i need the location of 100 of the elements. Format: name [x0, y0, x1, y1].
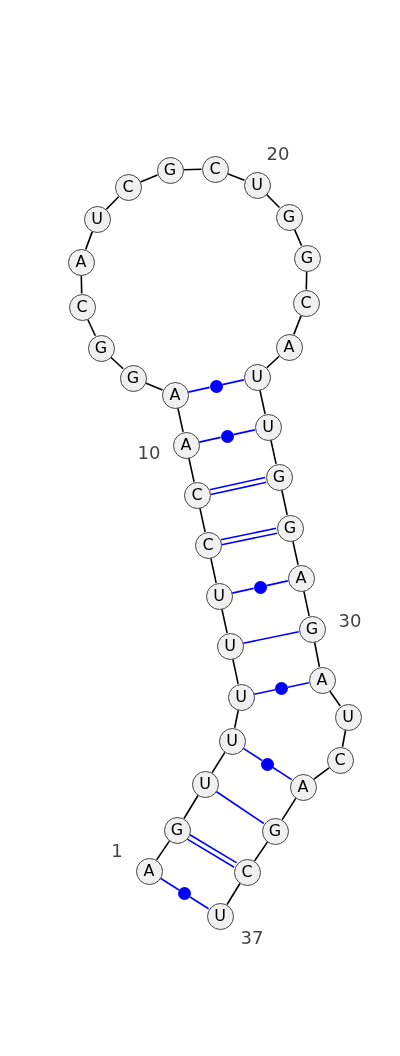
nucleotide-node: A: [289, 773, 317, 801]
base-pair-line: [232, 429, 256, 436]
nucleotide-node: C: [233, 858, 261, 886]
backbone-line: [259, 389, 266, 415]
backbone-line: [328, 690, 342, 707]
backbone-line: [84, 230, 94, 251]
nucleotide-node: G: [156, 156, 184, 184]
base-pair-dot: [253, 580, 267, 594]
backbone-line: [86, 318, 97, 337]
nucleotide-node: A: [308, 666, 336, 694]
backbone-line: [183, 794, 199, 820]
backbone-line: [305, 270, 308, 291]
nucleotide-node: A: [67, 248, 95, 276]
backbone-line: [293, 314, 302, 336]
nucleotide-node: A: [161, 381, 189, 409]
base-pair-line: [272, 766, 293, 781]
nucleotide-node: A: [287, 564, 315, 592]
base-pair-line: [198, 436, 222, 443]
base-pair-line: [159, 877, 180, 891]
nucleotide-node: U: [191, 770, 219, 798]
nucleotide-node: G: [275, 203, 303, 231]
base-pair-dot: [178, 887, 191, 900]
nucleotide-node: C: [201, 155, 229, 183]
base-pair-line: [242, 747, 263, 762]
nucleotide-node: U: [254, 413, 282, 441]
nucleotide-node: G: [293, 244, 321, 272]
base-pair-dot: [209, 379, 223, 393]
nucleotide-node: U: [243, 171, 271, 199]
nucleotide-node: A: [172, 431, 200, 459]
nucleotide-node: C: [292, 289, 320, 317]
backbone-line: [313, 767, 330, 780]
backbone-line: [281, 797, 297, 821]
backbone-line: [210, 557, 217, 584]
nucleotide-node: G: [163, 816, 191, 844]
nucleotide-node: U: [218, 727, 246, 755]
backbone-line: [182, 168, 203, 171]
nucleotide-node: C: [68, 293, 96, 321]
nucleotide-node: A: [135, 857, 163, 885]
backbone-line: [232, 658, 239, 685]
nucleotide-node: G: [265, 463, 293, 491]
base-pair-dot: [261, 757, 274, 771]
base-pair-line: [221, 379, 245, 386]
backbone-line: [226, 882, 241, 906]
base-pair-line: [209, 476, 267, 496]
backbone-line: [155, 840, 171, 861]
base-pair-line: [187, 386, 211, 393]
backbone-line: [253, 841, 269, 862]
nucleotide-node: C: [183, 481, 211, 509]
backbone-line: [313, 641, 321, 668]
base-pair-line: [186, 834, 238, 868]
backbone-line: [233, 709, 240, 729]
nucleotide-node: G: [298, 615, 326, 643]
nucleotide-node: U: [243, 363, 271, 391]
nucleotide-node: A: [275, 333, 303, 361]
position-number: 30: [338, 611, 362, 631]
backbone-line: [110, 356, 124, 370]
backbone-line: [292, 540, 299, 566]
base-pair-line: [265, 580, 289, 587]
base-pair-line: [189, 896, 210, 910]
nucleotide-node: U: [334, 703, 362, 731]
nucleotide-node: G: [119, 364, 147, 392]
backbone-line: [266, 355, 280, 369]
nucleotide-node: U: [227, 683, 255, 711]
backbone-line: [211, 751, 226, 774]
nucleotide-node: C: [326, 746, 354, 774]
backbone-line: [188, 457, 195, 483]
backbone-line: [303, 590, 310, 617]
position-number: 20: [266, 144, 290, 164]
position-number: 1: [111, 841, 123, 861]
nucleotide-node: G: [87, 334, 115, 362]
base-pair-line: [231, 587, 255, 594]
nucleotide-node: C: [194, 531, 222, 559]
backbone-line: [281, 489, 288, 516]
backbone-line: [139, 174, 159, 183]
nucleotide-node: U: [216, 632, 244, 660]
backbone-line: [221, 608, 228, 634]
backbone-line: [293, 228, 303, 247]
backbone-line: [199, 507, 206, 533]
backbone-line: [144, 382, 164, 391]
backbone-line: [80, 274, 83, 295]
backbone-line: [265, 193, 281, 209]
base-pair-line: [215, 790, 265, 825]
base-pair-line: [287, 681, 310, 688]
backbone-line: [226, 173, 246, 181]
nucleotide-node: G: [276, 514, 304, 542]
backbone-line: [177, 407, 184, 433]
base-pair-line: [242, 630, 300, 645]
backbone-line: [270, 439, 277, 465]
base-pair-line: [220, 527, 278, 546]
nucleotide-node: U: [206, 902, 234, 930]
base-pair-dot: [275, 682, 288, 695]
base-pair-dot: [220, 429, 234, 443]
nucleotide-node: U: [83, 205, 111, 233]
nucleotide-node: G: [261, 817, 289, 845]
backbone-line: [341, 729, 347, 748]
nucleotide-node: C: [114, 173, 142, 201]
position-number: 37: [240, 928, 264, 948]
nucleotide-node: U: [205, 582, 233, 610]
base-pair-line: [253, 689, 276, 696]
position-number: 10: [137, 443, 161, 463]
